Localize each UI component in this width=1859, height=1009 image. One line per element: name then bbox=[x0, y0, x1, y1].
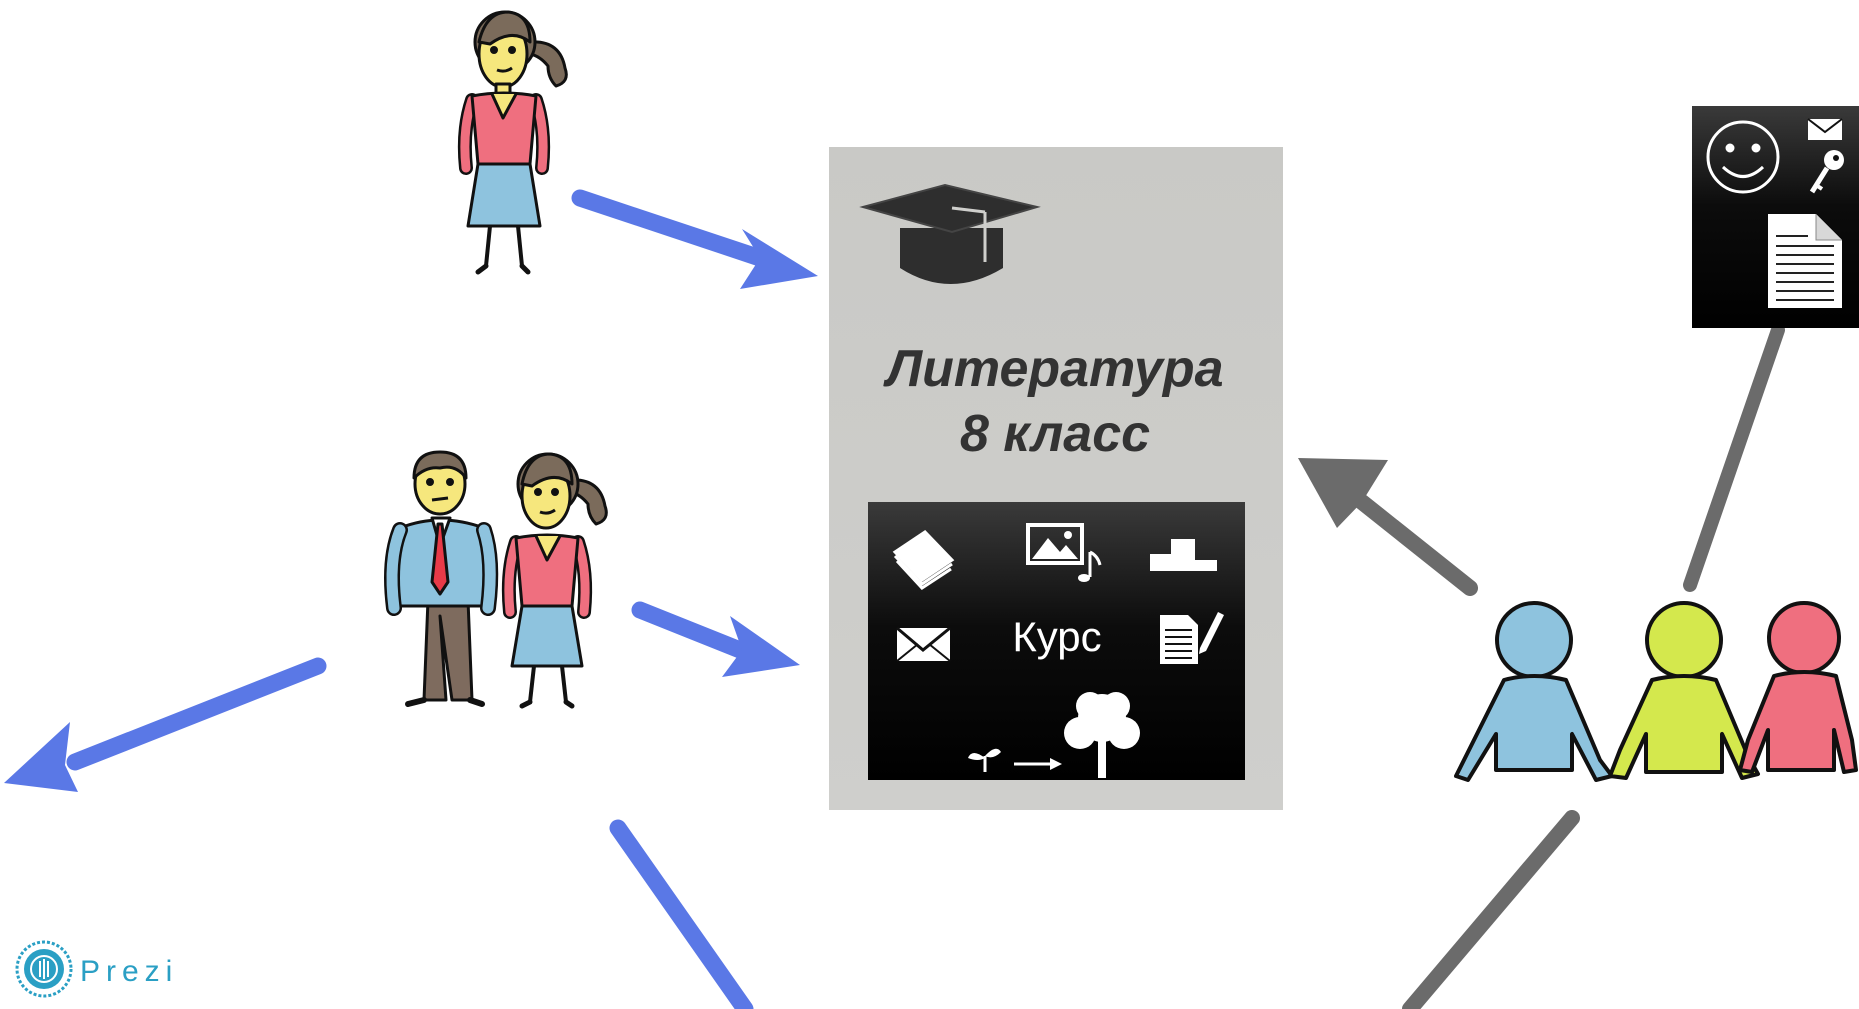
person-red bbox=[1738, 601, 1858, 774]
course-card[interactable]: Литература 8 класс bbox=[829, 147, 1283, 810]
arrow-group-to-course bbox=[1298, 458, 1478, 596]
line-group-to-profile bbox=[1683, 323, 1785, 592]
key-icon bbox=[1809, 150, 1844, 194]
woman-figure-2 bbox=[501, 452, 608, 709]
man-figure bbox=[384, 450, 499, 707]
person-green bbox=[1608, 601, 1760, 780]
course-title-line1: Литература bbox=[882, 340, 1223, 398]
graduation-cap-icon bbox=[859, 183, 1041, 284]
course-title-line2: 8 класс bbox=[960, 405, 1150, 463]
sprout-to-tree-icon bbox=[968, 692, 1140, 778]
arrow-couple-to-left bbox=[4, 657, 327, 792]
smiley-icon bbox=[1706, 120, 1780, 194]
woman-figure bbox=[457, 10, 568, 275]
person-blue bbox=[1454, 601, 1614, 782]
arrow-woman-to-course bbox=[571, 189, 818, 289]
group-of-three-figure bbox=[1454, 601, 1858, 782]
prezi-logo[interactable]: Prezi bbox=[15, 940, 178, 998]
envelope-icon bbox=[1807, 118, 1843, 140]
course-inner-panel[interactable]: Курс bbox=[868, 502, 1245, 780]
profile-panel[interactable] bbox=[1692, 106, 1859, 328]
image-music-icon bbox=[1026, 523, 1102, 582]
couple-figure bbox=[384, 450, 608, 709]
line-group-down bbox=[1402, 810, 1580, 1009]
document-icon bbox=[1768, 214, 1842, 308]
envelope-icon bbox=[896, 626, 951, 662]
course-inner-label: Курс bbox=[1012, 613, 1101, 660]
line-couple-down bbox=[609, 819, 754, 1009]
prezi-logo-text: Prezi bbox=[80, 955, 178, 988]
document-pencil-icon bbox=[1160, 612, 1224, 664]
podium-icon bbox=[1150, 539, 1217, 571]
book-icon bbox=[892, 530, 955, 590]
arrow-couple-to-course bbox=[631, 601, 800, 677]
